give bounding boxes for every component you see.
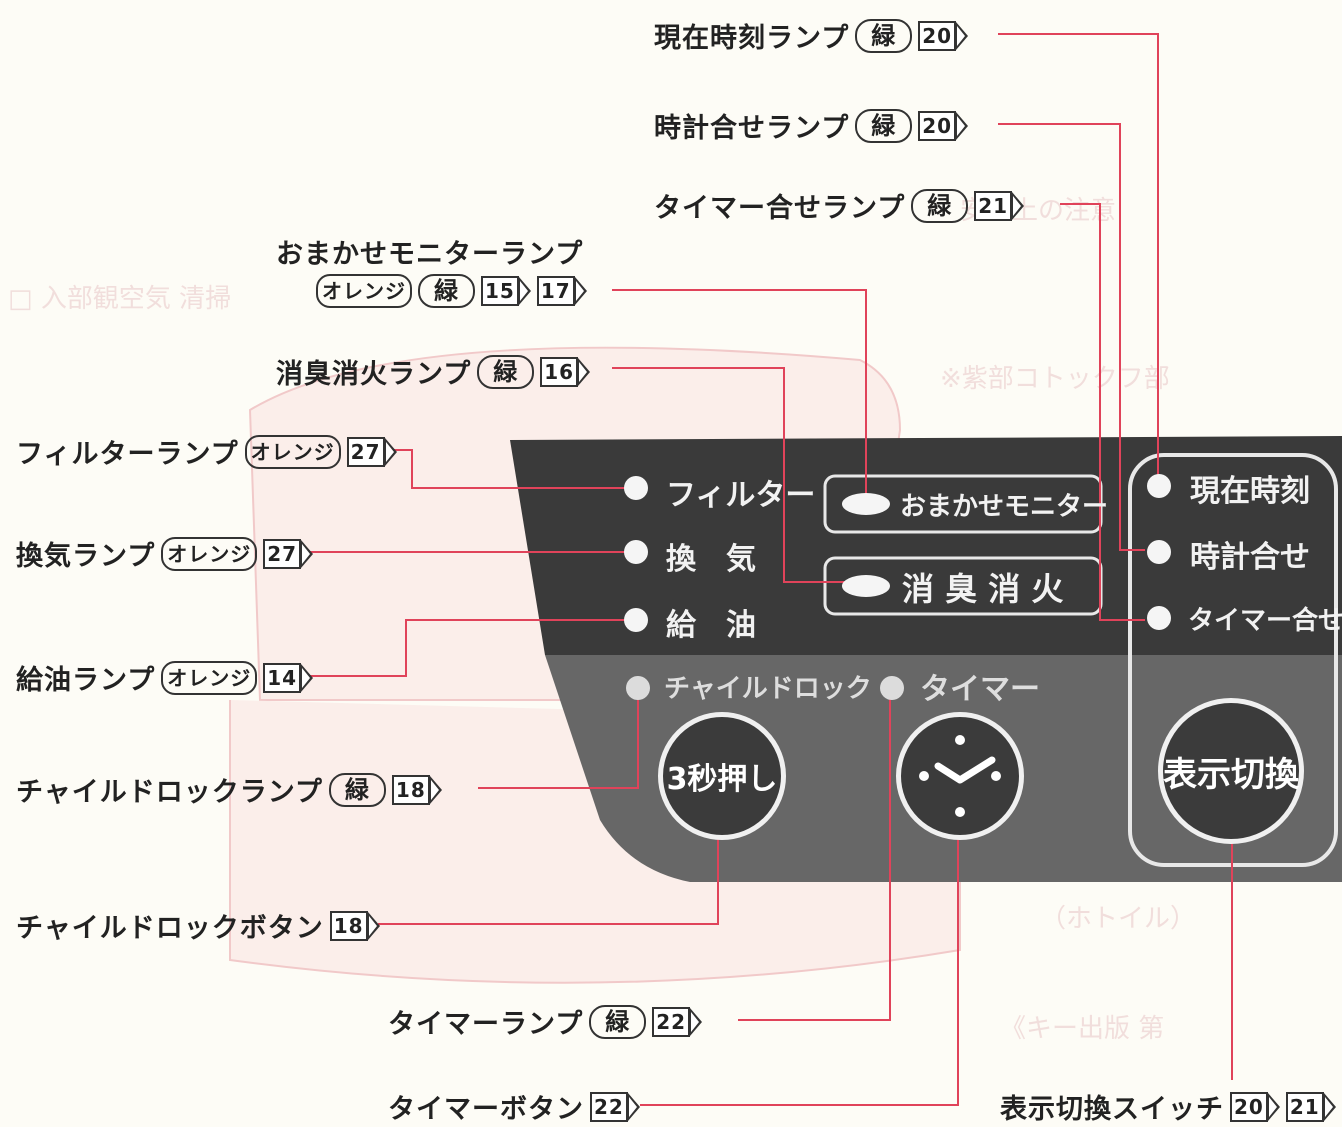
clock-icon — [919, 735, 1001, 817]
timer-led — [880, 676, 904, 700]
child-lock-button[interactable]: 3秒押し — [658, 712, 786, 840]
label-tokei-lamp: 時計合せランプ 緑 20 — [654, 106, 969, 145]
label-text: 時計合せランプ — [654, 113, 850, 144]
page-ref: 20 — [1230, 1091, 1268, 1122]
page-ref: 16 — [540, 356, 579, 387]
page-ref-arrow-icon: 27 — [263, 538, 314, 569]
page-ref-arrow-icon: 17 — [536, 276, 587, 306]
timer-awase-led — [1147, 606, 1171, 630]
page-ref-arrow-icon: 22 — [590, 1091, 640, 1122]
page-ref: 20 — [918, 110, 957, 141]
display-switch-button[interactable]: 表示切換 — [1158, 698, 1304, 844]
panel-timer-label: タイマー — [920, 672, 1040, 707]
kanki-led — [624, 540, 648, 564]
panel-tokei-label: 時計合せ — [1190, 540, 1310, 575]
color-badge: 緑 — [855, 18, 913, 53]
page-ref: 21 — [1285, 1091, 1324, 1122]
color-badge: 緑 — [589, 1004, 647, 1039]
panel-shoshu-label: 消 臭 消 火 — [902, 570, 1064, 608]
page-ref: 22 — [590, 1091, 628, 1122]
color-badge: 緑 — [911, 188, 969, 223]
page-ref: 22 — [652, 1006, 691, 1037]
child-led — [626, 676, 650, 700]
panel-child-label: チャイルドロック — [664, 674, 872, 704]
label-text: おまかせモニターランプ — [276, 239, 584, 270]
label-text: チャイルドロックランプ — [16, 777, 323, 808]
label-text: タイマー合せランプ — [654, 193, 906, 224]
page-ref-arrow-icon: 15 — [481, 276, 531, 306]
page-ref-arrow-icon: 20 — [918, 110, 969, 141]
label-text: 現在時刻ランプ — [654, 23, 850, 54]
page-ref-arrow-icon: 18 — [329, 910, 380, 941]
background-ghost-text: ※紫部コトックフ部 — [940, 364, 1170, 394]
label-genzai-lamp: 現在時刻ランプ 緑 20 — [654, 16, 969, 55]
label-kyuyu-lamp: 給油ランプ オレンジ 14 — [16, 658, 314, 697]
label-child-button: チャイルドロックボタン 18 — [16, 906, 380, 945]
page-ref: 20 — [918, 20, 957, 51]
label-text: 消臭消火ランプ — [276, 359, 472, 390]
page-ref-arrow-icon: 20 — [918, 20, 969, 51]
background-ghost-text: 《キー出版 第 — [1000, 1014, 1165, 1044]
color-badge: 緑 — [418, 274, 475, 308]
shoshu-led — [842, 575, 890, 597]
label-omakase-lamp-badges: オレンジ 緑 15 17 — [316, 274, 587, 308]
label-hyoji-switch: 表示切換スイッチ 20 21 — [1000, 1087, 1336, 1126]
timer-button[interactable] — [896, 712, 1024, 840]
display-switch-button-label: 表示切換 — [1163, 754, 1299, 795]
color-badge: 緑 — [477, 354, 535, 389]
color-badge: オレンジ — [161, 660, 258, 695]
omakase-led — [842, 493, 890, 515]
leader-lines — [305, 33, 1233, 1106]
label-omakase-lamp-title: おまかせモニターランプ — [276, 232, 583, 271]
color-badge: 緑 — [855, 108, 913, 143]
page-ref-arrow-icon: 20 — [1230, 1091, 1280, 1122]
page-ref: 21 — [974, 190, 1013, 221]
panel-kanki-label: 換 気 — [666, 542, 756, 577]
color-badge: オレンジ — [316, 274, 412, 308]
page-ref: 17 — [536, 276, 575, 306]
page-ref: 14 — [263, 662, 302, 693]
label-text: チャイルドロックボタン — [16, 913, 324, 944]
filter-led — [624, 476, 648, 500]
page-ref: 27 — [263, 538, 302, 569]
label-text: 給油ランプ — [16, 665, 156, 696]
label-timer-button: タイマーボタン 22 — [388, 1087, 640, 1126]
page-ref-arrow-icon: 18 — [391, 774, 442, 805]
background-ghost-text: □ 入部観空気 清掃 — [8, 284, 232, 314]
label-kanki-lamp: 換気ランプ オレンジ 27 — [16, 534, 314, 573]
page-ref: 18 — [391, 774, 430, 805]
label-text: フィルターランプ — [16, 439, 239, 470]
kyuyu-led — [624, 608, 648, 632]
panel-kyuyu-label: 給 油 — [666, 608, 756, 643]
page-ref-arrow-icon: 16 — [540, 356, 591, 387]
page-ref-arrow-icon: 21 — [1285, 1091, 1336, 1122]
tokei-led — [1147, 540, 1171, 564]
page-ref-arrow-icon: 14 — [263, 662, 314, 693]
page-ref: 27 — [346, 436, 385, 467]
label-child-lamp: チャイルドロックランプ 緑 18 — [16, 770, 442, 809]
color-badge: オレンジ — [161, 536, 258, 571]
color-badge: オレンジ — [244, 434, 341, 469]
background-ghost-text: （ホトイル） — [1040, 904, 1197, 934]
page-ref-arrow-icon: 27 — [346, 436, 397, 467]
label-text: タイマーボタン — [388, 1094, 584, 1125]
label-timer-lamp: タイマーランプ 緑 22 — [388, 1002, 703, 1041]
child-lock-button-label: 3秒押し — [666, 762, 778, 797]
page-ref-arrow-icon: 21 — [974, 190, 1025, 221]
label-shoshu-lamp: 消臭消火ランプ 緑 16 — [276, 352, 591, 391]
label-text: 換気ランプ — [16, 541, 156, 572]
page-ref: 18 — [329, 910, 368, 941]
panel-timer-awase-label: タイマー合せ — [1188, 606, 1342, 636]
panel-omakase-label: おまかせモニター — [900, 492, 1109, 522]
label-timer-awase-lamp: タイマー合せランプ 緑 21 — [654, 186, 1025, 225]
page-ref-arrow-icon: 22 — [652, 1006, 703, 1037]
label-text: タイマーランプ — [388, 1009, 584, 1040]
label-text: 表示切換スイッチ — [1000, 1094, 1224, 1125]
label-filter-lamp: フィルターランプ オレンジ 27 — [16, 432, 397, 471]
color-badge: 緑 — [328, 772, 386, 807]
panel-filter-label: フィルター — [666, 478, 816, 513]
panel-genzai-label: 現在時刻 — [1190, 474, 1310, 509]
genzai-led — [1147, 474, 1171, 498]
page-ref: 15 — [481, 276, 519, 306]
